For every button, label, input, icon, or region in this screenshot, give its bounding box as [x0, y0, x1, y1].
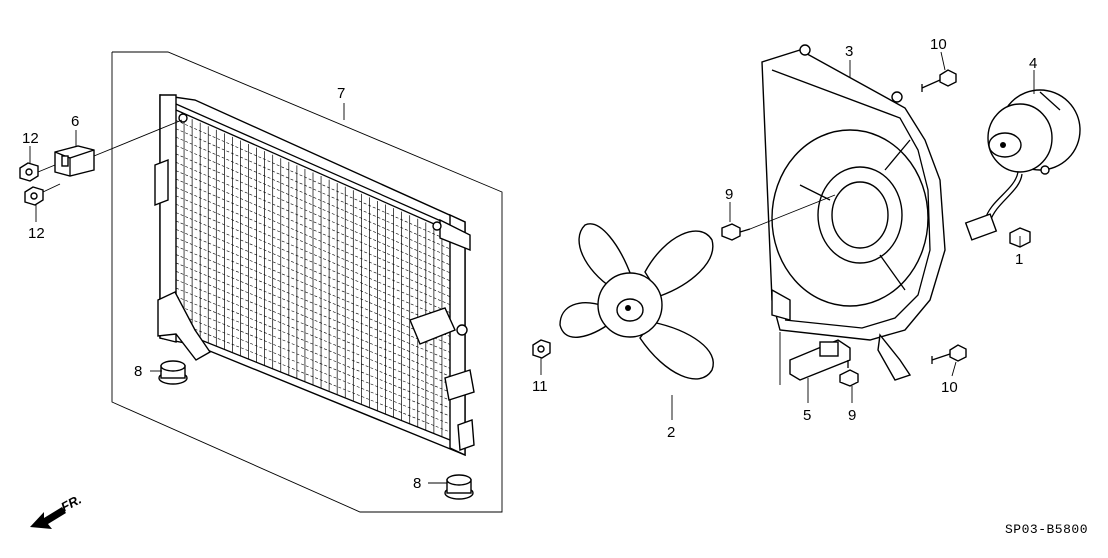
- condenser: [154, 94, 475, 457]
- callout-10-upper: 10: [930, 36, 947, 53]
- bolt-9-lower: [839, 360, 859, 387]
- callout-6: 6: [71, 113, 79, 130]
- flange-nut-11: [532, 339, 551, 359]
- callout-9-upper: 9: [725, 186, 733, 203]
- callout-12-upper: 12: [22, 130, 39, 147]
- condenser-group-outline: [111, 51, 503, 513]
- callout-10-lower: 10: [941, 379, 958, 396]
- cooling-fan-2: [559, 223, 714, 380]
- callout-numbers: 7 6 12 12 8 8 11 2 3 10 4 1 9 5 9 10: [22, 36, 1037, 492]
- condenser-cushion-6: [54, 119, 183, 177]
- callout-8-lower: 8: [413, 475, 421, 492]
- callout-11: 11: [532, 378, 548, 395]
- nut-12-upper: [19, 162, 56, 182]
- condenser-mount-cushion-8-lower: [444, 474, 474, 500]
- callout-3: 3: [845, 43, 853, 60]
- bolt-9-upper: [721, 194, 836, 241]
- leader-lines: [29, 51, 1035, 484]
- callout-8-upper: 8: [134, 363, 142, 380]
- callout-4: 4: [1029, 55, 1037, 72]
- bolt-10-lower: [931, 344, 967, 364]
- drawing-code: SP03-B5800: [1005, 522, 1088, 537]
- fan-motor-4: [964, 89, 1081, 241]
- front-direction-arrow: FR.: [30, 492, 84, 529]
- callout-9-lower: 9: [848, 407, 856, 424]
- callout-5: 5: [803, 407, 811, 424]
- fan-shroud-3: [761, 44, 946, 381]
- callout-7: 7: [337, 85, 345, 102]
- callout-1: 1: [1015, 251, 1023, 268]
- callout-12-lower: 12: [28, 225, 45, 242]
- mounting-bracket-5: [789, 339, 851, 381]
- condenser-mount-cushion-8-upper: [158, 360, 188, 385]
- bolt-10-upper: [921, 69, 957, 92]
- callout-2: 2: [667, 424, 675, 441]
- nut-12-lower: [24, 183, 61, 206]
